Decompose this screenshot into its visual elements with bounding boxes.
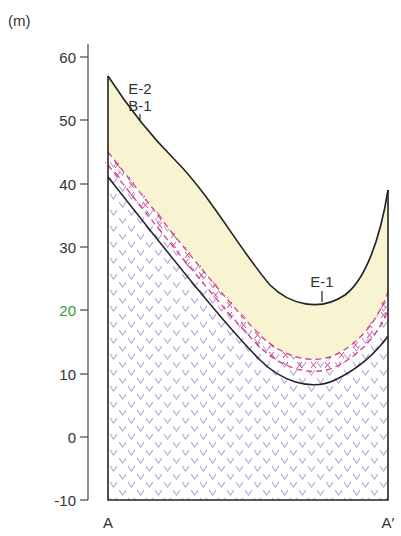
- depth-axis: [80, 44, 88, 500]
- borehole-label: E-2: [128, 81, 151, 96]
- tick-label: 0: [68, 430, 76, 445]
- leader-line: [321, 291, 322, 302]
- borehole-label: E-1: [310, 274, 333, 289]
- tick-label: 10: [59, 367, 76, 382]
- unit-label: (m): [8, 13, 31, 28]
- section-end-label: A: [103, 515, 113, 530]
- tick-label: 40: [59, 177, 76, 192]
- tick-label: 50: [59, 113, 76, 128]
- tick-label: 30: [59, 240, 76, 255]
- weathered-zone: [108, 158, 388, 365]
- tick-label: 60: [59, 50, 76, 65]
- soil-layer: [108, 76, 388, 500]
- section-end-label: A′: [382, 515, 395, 530]
- tick-label: 20: [59, 303, 76, 318]
- ground-surface: [108, 76, 388, 305]
- tick-label: -10: [54, 493, 76, 508]
- leader-line: [139, 114, 140, 120]
- section-frame: [108, 76, 388, 500]
- bedrock: [108, 152, 388, 500]
- borehole-label: B-1: [128, 98, 151, 113]
- bedrock-contact: [108, 177, 388, 385]
- weathered-bottom: [108, 165, 388, 371]
